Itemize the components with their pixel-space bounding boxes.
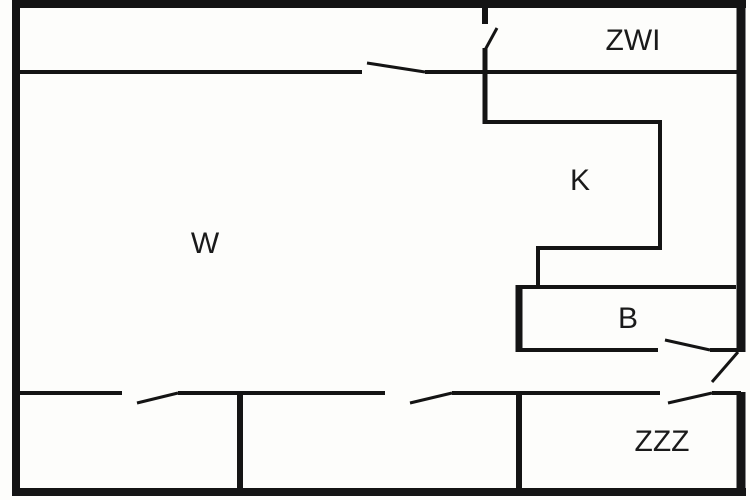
door-swing <box>667 391 713 405</box>
door-swing <box>483 27 499 51</box>
door-swing <box>136 391 179 405</box>
door-swing <box>366 61 426 74</box>
kitchen-wall <box>483 120 662 287</box>
inner-walls <box>16 0 741 492</box>
room-label-zzz: ZZZ <box>635 425 690 458</box>
outer-walls <box>12 0 746 496</box>
door-swing <box>710 351 740 383</box>
room-label-b: B <box>618 302 638 335</box>
door-swing <box>409 391 453 405</box>
room-label-w: W <box>191 227 220 260</box>
room-label-k: K <box>570 164 590 197</box>
room-label-zwi: ZWI <box>606 24 661 57</box>
door-swing <box>664 338 711 352</box>
